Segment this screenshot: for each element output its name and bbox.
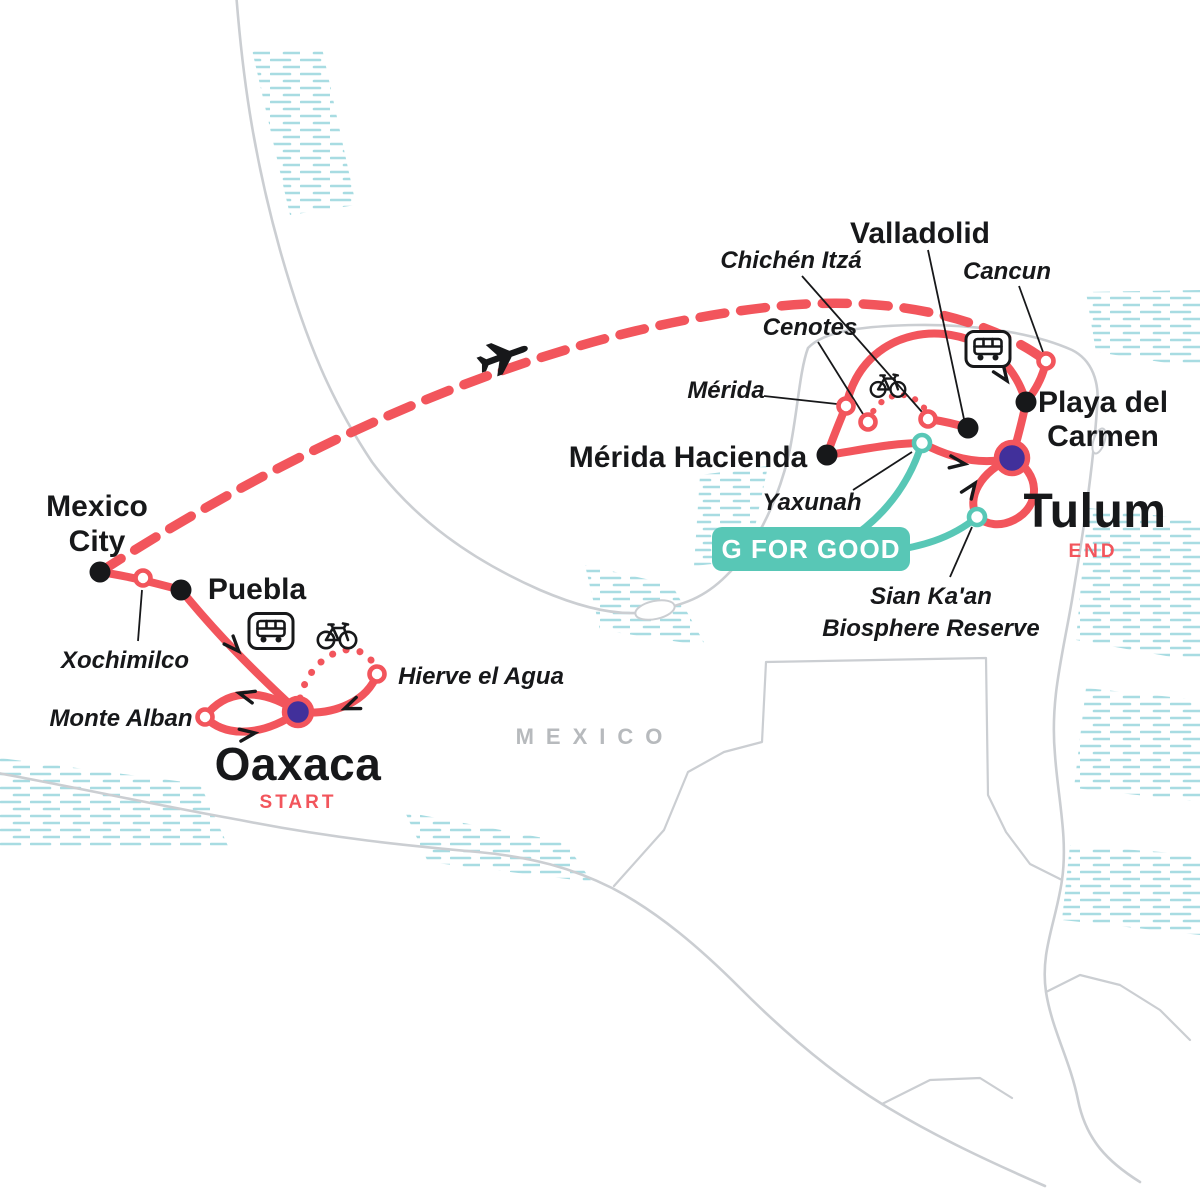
direction-arrow bbox=[947, 454, 970, 470]
bicycle-icon bbox=[316, 622, 358, 650]
leader-chichen bbox=[801, 275, 923, 413]
g-for-good-badge-background bbox=[712, 527, 910, 571]
leader-cancun bbox=[1018, 285, 1044, 353]
lagoon-terminos bbox=[634, 599, 676, 621]
marker-hierve-el-agua bbox=[367, 664, 387, 684]
marker-playa-del-carmen bbox=[1015, 391, 1037, 413]
route-cenotes-dotted bbox=[864, 391, 932, 426]
red-routes bbox=[95, 298, 1051, 736]
label-playa-line1: Playa del bbox=[1038, 386, 1168, 419]
label-cenotes: Cenotes bbox=[763, 314, 858, 341]
region-label-mexico: MEXICO bbox=[516, 724, 675, 749]
direction-arrow bbox=[340, 695, 363, 711]
leader-merida bbox=[763, 395, 838, 405]
marker-mexico-city bbox=[89, 561, 111, 583]
marker-sian-kaan bbox=[966, 506, 988, 528]
label-xochimilco: Xochimilco bbox=[59, 647, 189, 674]
direction-arrow bbox=[237, 727, 260, 743]
label-sian-kaan-line2: Biosphere Reserve bbox=[822, 615, 1039, 642]
g-for-good-badge-label: G FOR GOOD bbox=[722, 534, 901, 564]
water-hatch-caribbean-mid bbox=[1076, 508, 1200, 662]
label-tulum: Tulum bbox=[1024, 485, 1167, 538]
transport-icons bbox=[247, 330, 1012, 650]
marker-puebla bbox=[170, 579, 192, 601]
label-end-tag: END bbox=[1068, 541, 1117, 562]
marker-merida bbox=[836, 396, 856, 416]
border-honduras bbox=[1044, 973, 1192, 1042]
border-south bbox=[880, 1076, 1014, 1106]
label-merida: Mérida bbox=[687, 377, 764, 404]
marker-cenotes bbox=[858, 412, 878, 432]
leader-siankaan bbox=[949, 526, 973, 578]
label-mexico-city-line2: City bbox=[69, 525, 126, 558]
marker-merida-hacienda bbox=[816, 444, 838, 466]
marker-chichen-itza bbox=[918, 409, 938, 429]
label-start-tag: START bbox=[260, 792, 337, 813]
water-hatch-pacific-south bbox=[405, 812, 592, 882]
direction-arrow bbox=[991, 363, 1010, 385]
water-hatch-pacific-west bbox=[0, 758, 228, 848]
map-labels: Mexico City Puebla Xochimilco Monte Alba… bbox=[46, 217, 1168, 813]
coastline-gulf-yucatan bbox=[235, 0, 1142, 1184]
label-merida-hacienda: Mérida Hacienda bbox=[569, 441, 808, 474]
bus-icon bbox=[247, 612, 295, 650]
label-hierve-el-agua: Hierve el Agua bbox=[398, 663, 564, 690]
water-hatch-caribbean-low bbox=[1074, 688, 1200, 802]
leader-yaxunah bbox=[852, 451, 913, 491]
direction-arrow bbox=[234, 689, 257, 705]
marker-monte-alban bbox=[195, 707, 215, 727]
route-merida-playa-arc bbox=[842, 329, 1030, 410]
label-sian-kaan-line1: Sian Ka'an bbox=[870, 583, 992, 610]
direction-arrows bbox=[222, 363, 1010, 743]
city-markers bbox=[89, 351, 1056, 729]
cozumel-island bbox=[1091, 427, 1107, 455]
direction-arrow bbox=[959, 479, 978, 501]
airplane-icon bbox=[476, 343, 528, 377]
leader-cenotes bbox=[817, 341, 864, 415]
label-playa-line2: Carmen bbox=[1047, 420, 1159, 453]
marker-yaxunah bbox=[911, 432, 933, 454]
label-leader-lines bbox=[137, 249, 1044, 642]
border-guatemala-belize bbox=[612, 656, 1064, 888]
leader-xochimilco bbox=[137, 589, 143, 642]
water-hatching bbox=[0, 48, 1200, 935]
marker-oaxaca-start-hub bbox=[281, 695, 315, 729]
water-hatch-cancun bbox=[1086, 290, 1200, 368]
g-for-good-badge: G FOR GOOD bbox=[712, 527, 910, 571]
marker-valladolid bbox=[957, 417, 979, 439]
leader-valladolid bbox=[927, 249, 965, 420]
direction-arrow bbox=[222, 634, 242, 655]
label-mexico-city-line1: Mexico bbox=[46, 490, 148, 523]
marker-xochimilco bbox=[133, 568, 153, 588]
marker-tulum-end-hub bbox=[993, 439, 1031, 477]
label-cancun: Cancun bbox=[963, 258, 1051, 285]
bus-icon bbox=[964, 330, 1012, 368]
label-puebla: Puebla bbox=[208, 573, 307, 606]
label-chichen-itza: Chichén Itzá bbox=[720, 247, 861, 274]
marker-cancun bbox=[1036, 351, 1056, 371]
route-tulum-siankaan-out bbox=[973, 454, 1038, 529]
label-oaxaca: Oaxaca bbox=[215, 738, 382, 790]
route-flight-mexicocity-cancun bbox=[95, 298, 1051, 577]
water-hatch-northwest bbox=[252, 48, 356, 215]
bicycle-icon bbox=[869, 373, 907, 398]
water-hatch-southeast bbox=[1062, 845, 1200, 935]
label-valladolid: Valladolid bbox=[850, 217, 990, 250]
route-oaxaca-hierve-dotted bbox=[294, 646, 381, 716]
label-monte-alban: Monte Alban bbox=[49, 705, 192, 732]
label-yaxunah: Yaxunah bbox=[762, 489, 861, 516]
